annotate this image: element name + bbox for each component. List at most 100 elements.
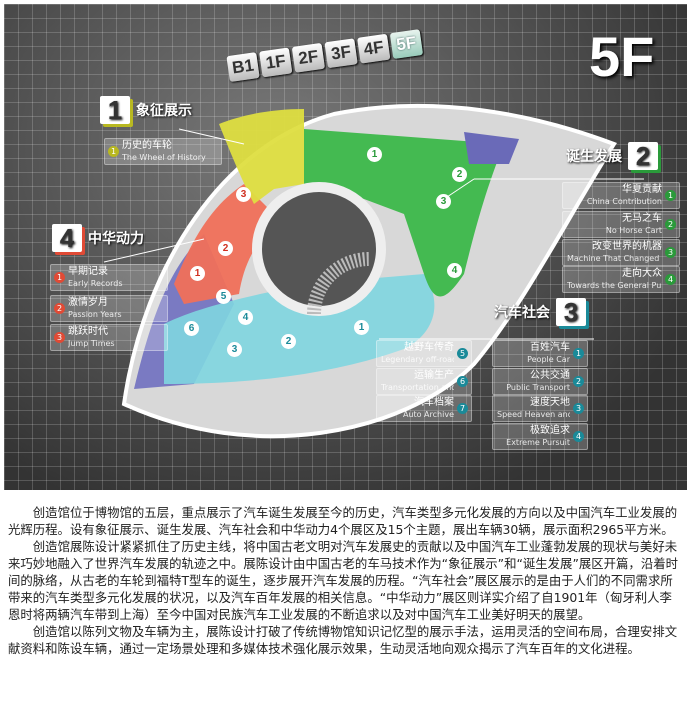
item-cn: 运输生产 xyxy=(414,370,454,381)
item-cn: 无马之车 xyxy=(622,213,662,224)
item-cn: 历史的车轮 xyxy=(122,140,172,151)
zone-number-badge: 4 xyxy=(52,224,82,252)
item-en: Machine That Changed the World xyxy=(567,254,662,263)
item-number: 5 xyxy=(457,348,468,359)
item-en: Transportation and Production xyxy=(381,383,454,392)
leader-line xyxy=(178,128,245,145)
item-en: Auto Archive xyxy=(402,410,454,419)
item-cn: 早期记录 xyxy=(68,266,108,277)
central-atrium xyxy=(252,182,386,316)
item-cn: 激情岁月 xyxy=(68,297,108,308)
item-number: 1 xyxy=(108,146,119,157)
zone-title: 诞生发展 xyxy=(566,149,622,165)
floor-tab-3f[interactable]: 3F xyxy=(324,38,358,69)
item-cn: 走向大众 xyxy=(622,268,662,279)
item-en: Passion Years xyxy=(68,310,122,319)
map-marker[interactable]: 4 xyxy=(238,310,253,325)
item-number: 4 xyxy=(665,274,676,285)
item-number: 2 xyxy=(573,376,584,387)
floor-tab-1f[interactable]: 1F xyxy=(259,47,293,78)
paragraph: 创造馆展陈设计紧紧抓住了历史主线，将中国古老文明对汽车发展史的贡献以及中国汽车工… xyxy=(8,539,678,622)
item-number: 2 xyxy=(54,303,65,314)
current-floor-label: 5F xyxy=(589,25,655,88)
item-en: Early Records xyxy=(68,279,123,288)
paragraph: 创造馆位于博物馆的五层，重点展示了汽车诞生发展至今的历史，汽车类型多元化发展的方… xyxy=(8,505,678,537)
purple-area-2 xyxy=(464,132,519,164)
item-number: 1 xyxy=(54,272,65,283)
map-marker[interactable]: 1 xyxy=(190,266,205,281)
item-number: 3 xyxy=(54,332,65,343)
zone-title: 中华动力 xyxy=(88,231,144,247)
item-number: 1 xyxy=(573,348,584,359)
map-marker[interactable]: 2 xyxy=(452,167,467,182)
item-number: 3 xyxy=(665,247,676,258)
item-cn: 华夏贡献 xyxy=(622,184,662,195)
item-cn: 公共交通 xyxy=(530,370,570,381)
item-number: 2 xyxy=(665,219,676,230)
zone-number-badge: 3 xyxy=(556,298,586,326)
item-en: Extreme Pursuit xyxy=(506,438,570,447)
map-marker[interactable]: 5 xyxy=(216,289,231,304)
floor-tab-4f[interactable]: 4F xyxy=(357,33,391,64)
map-marker[interactable]: 2 xyxy=(281,334,296,349)
item-cn: 速度天地 xyxy=(530,397,570,408)
zone-2-header: 诞生发展 2 xyxy=(566,142,658,170)
item-cn: 改变世界的机器 xyxy=(592,241,662,252)
floor-tab-b1[interactable]: B1 xyxy=(226,52,260,82)
item-number: 7 xyxy=(457,403,468,414)
paragraph: 创造馆以陈列文物及车辆为主，展陈设计打破了传统博物馆知识记忆型的展示手法，运用灵… xyxy=(8,624,678,656)
item-number: 1 xyxy=(665,190,676,201)
item-en: The Wheel of History xyxy=(122,153,206,162)
map-marker[interactable]: 3 xyxy=(436,194,451,209)
item-en: Towards the General Public xyxy=(567,281,662,290)
item-en: Public Transport xyxy=(506,383,570,392)
item-en: Jump Times xyxy=(68,339,115,348)
zone-number-badge: 1 xyxy=(100,96,130,124)
map-marker[interactable]: 3 xyxy=(227,342,242,357)
zone-3-header: 汽车社会 3 xyxy=(494,298,586,326)
zone-4-header: 4 中华动力 xyxy=(52,224,144,252)
zone-title: 汽车社会 xyxy=(494,305,550,321)
map-marker[interactable]: 6 xyxy=(184,321,199,336)
item-number: 6 xyxy=(457,376,468,387)
map-marker[interactable]: 1 xyxy=(354,320,369,335)
zone-1-header: 1 象征展示 xyxy=(100,96,192,124)
zone-title: 象征展示 xyxy=(136,103,192,119)
map-marker[interactable]: 4 xyxy=(447,263,462,278)
item-en: Legendary off-road vehicles xyxy=(381,355,454,364)
item-cn: 跳跃时代 xyxy=(68,326,108,337)
item-en: People Car xyxy=(527,355,570,364)
item-en: No Horse Cart xyxy=(605,226,662,235)
map-marker[interactable]: 2 xyxy=(218,241,233,256)
floor-tab-2f[interactable]: 2F xyxy=(291,42,326,73)
zone-number-badge: 2 xyxy=(628,142,658,170)
floor-tab-5f[interactable]: 5F xyxy=(389,29,424,60)
item-en: Speed Heaven and Earth xyxy=(497,410,570,419)
description-text: 创造馆位于博物馆的五层，重点展示了汽车诞生发展至今的历史，汽车类型多元化发展的方… xyxy=(8,504,684,657)
map-marker[interactable]: 1 xyxy=(367,147,382,162)
item-cn: 极致追求 xyxy=(530,425,570,436)
zone-1-area xyxy=(219,109,304,204)
item-cn: 百姓汽车 xyxy=(530,342,570,353)
map-marker[interactable]: 3 xyxy=(236,187,251,202)
item-en: China Contribution xyxy=(586,197,662,206)
item-cn: 汽车档案 xyxy=(414,397,454,408)
item-number: 3 xyxy=(573,403,584,414)
item-cn: 越野车传奇 xyxy=(404,342,454,353)
